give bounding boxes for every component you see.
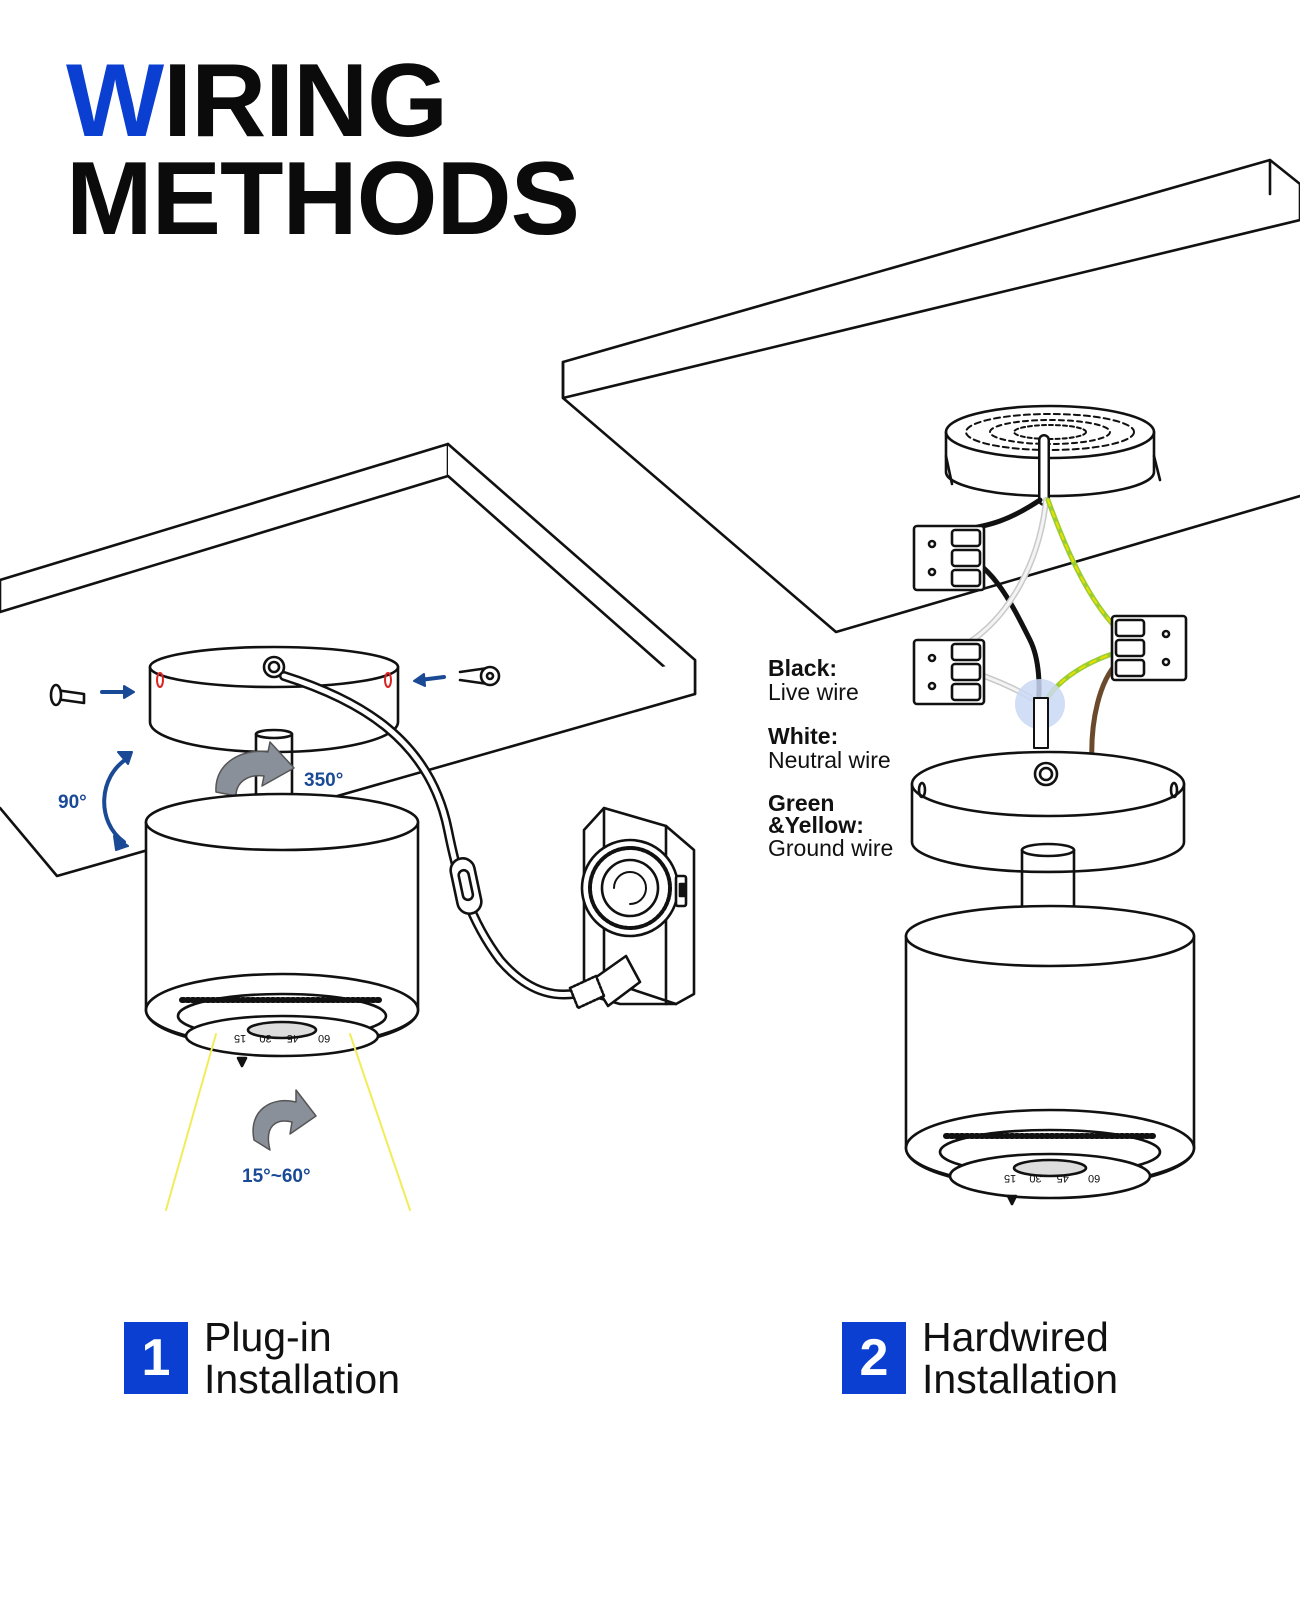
left-mounting-base xyxy=(148,645,400,754)
tilt-angle-label: 90° xyxy=(58,792,87,813)
dial-tick-label: 15 xyxy=(1004,1172,1017,1184)
dial-tick-label: 15 xyxy=(234,1032,247,1044)
beam-line-right xyxy=(349,1033,411,1211)
method-label-line-1: Hardwired xyxy=(922,1314,1109,1360)
left-dial-ticks: 60 45 30 15 xyxy=(234,1032,330,1044)
inline-switch xyxy=(449,857,483,915)
dial-tick-label: 60 xyxy=(1087,1172,1101,1184)
title-accent-letter: W xyxy=(66,43,164,159)
dial-tick-label: 30 xyxy=(1029,1172,1042,1184)
method-hardwired: 2 Hardwired Installation xyxy=(842,1316,1118,1400)
right-dial-ticks: 60 45 30 15 xyxy=(1004,1172,1100,1184)
method-label: Plug-in Installation xyxy=(204,1316,400,1400)
title-line-1: WIRING xyxy=(66,49,579,153)
method-number-badge: 2 xyxy=(842,1322,906,1394)
page-title: WIRING METHODS xyxy=(66,49,580,257)
plug-in-timer xyxy=(568,806,696,1010)
method-label-line-2: Installation xyxy=(922,1356,1119,1402)
dial-tick-label: 30 xyxy=(259,1032,272,1044)
method-label-line-2: Installation xyxy=(204,1356,401,1402)
left-screw xyxy=(49,683,86,707)
legend-key: Black: xyxy=(768,655,838,681)
terminal-block-top-left xyxy=(912,524,986,592)
right-ceiling-slab xyxy=(561,158,1300,634)
right-mounting-plate xyxy=(944,404,1162,498)
wire-legend: Black: Live wire White: Neutral wire Gre… xyxy=(768,656,893,880)
right-lamp-body xyxy=(904,904,1196,1206)
title-line-2: METHODS xyxy=(66,141,580,257)
legend-desc: Live wire xyxy=(768,679,859,705)
legend-item-white: White: Neutral wire xyxy=(768,724,893,772)
method-plug-in: 1 Plug-in Installation xyxy=(124,1316,400,1400)
terminal-block-bottom-left xyxy=(912,638,986,706)
legend-item-black: Black: Live wire xyxy=(768,656,893,704)
legend-desc: Neutral wire xyxy=(768,747,891,773)
beam-line-left xyxy=(165,1033,217,1211)
legend-item-ground: Green &Yellow: Ground wire xyxy=(768,790,894,861)
method-label: Hardwired Installation xyxy=(922,1316,1118,1400)
beam-rotate-arrow xyxy=(252,1089,317,1151)
title-line-1-rest: IRING xyxy=(163,43,448,159)
tilt-90-arrow xyxy=(102,756,130,844)
legend-desc: Ground wire xyxy=(768,835,894,861)
dial-tick-label: 60 xyxy=(317,1032,331,1044)
beam-angle-label: 15°~60° xyxy=(242,1166,311,1187)
dial-tick-label: 45 xyxy=(1056,1172,1069,1184)
dial-tick-label: 45 xyxy=(286,1032,299,1044)
legend-key: White: xyxy=(768,723,839,749)
method-number-badge: 1 xyxy=(124,1322,188,1394)
rotate-angle-label: 350° xyxy=(304,770,344,791)
legend-key: Green &Yellow: xyxy=(768,790,864,838)
terminal-block-right xyxy=(1110,614,1188,682)
rotate-350-arrow xyxy=(215,741,295,797)
right-mounting-base xyxy=(910,750,1186,874)
right-screw xyxy=(458,665,501,687)
method-label-line-1: Plug-in xyxy=(204,1314,332,1360)
left-lamp-body xyxy=(144,792,420,1068)
